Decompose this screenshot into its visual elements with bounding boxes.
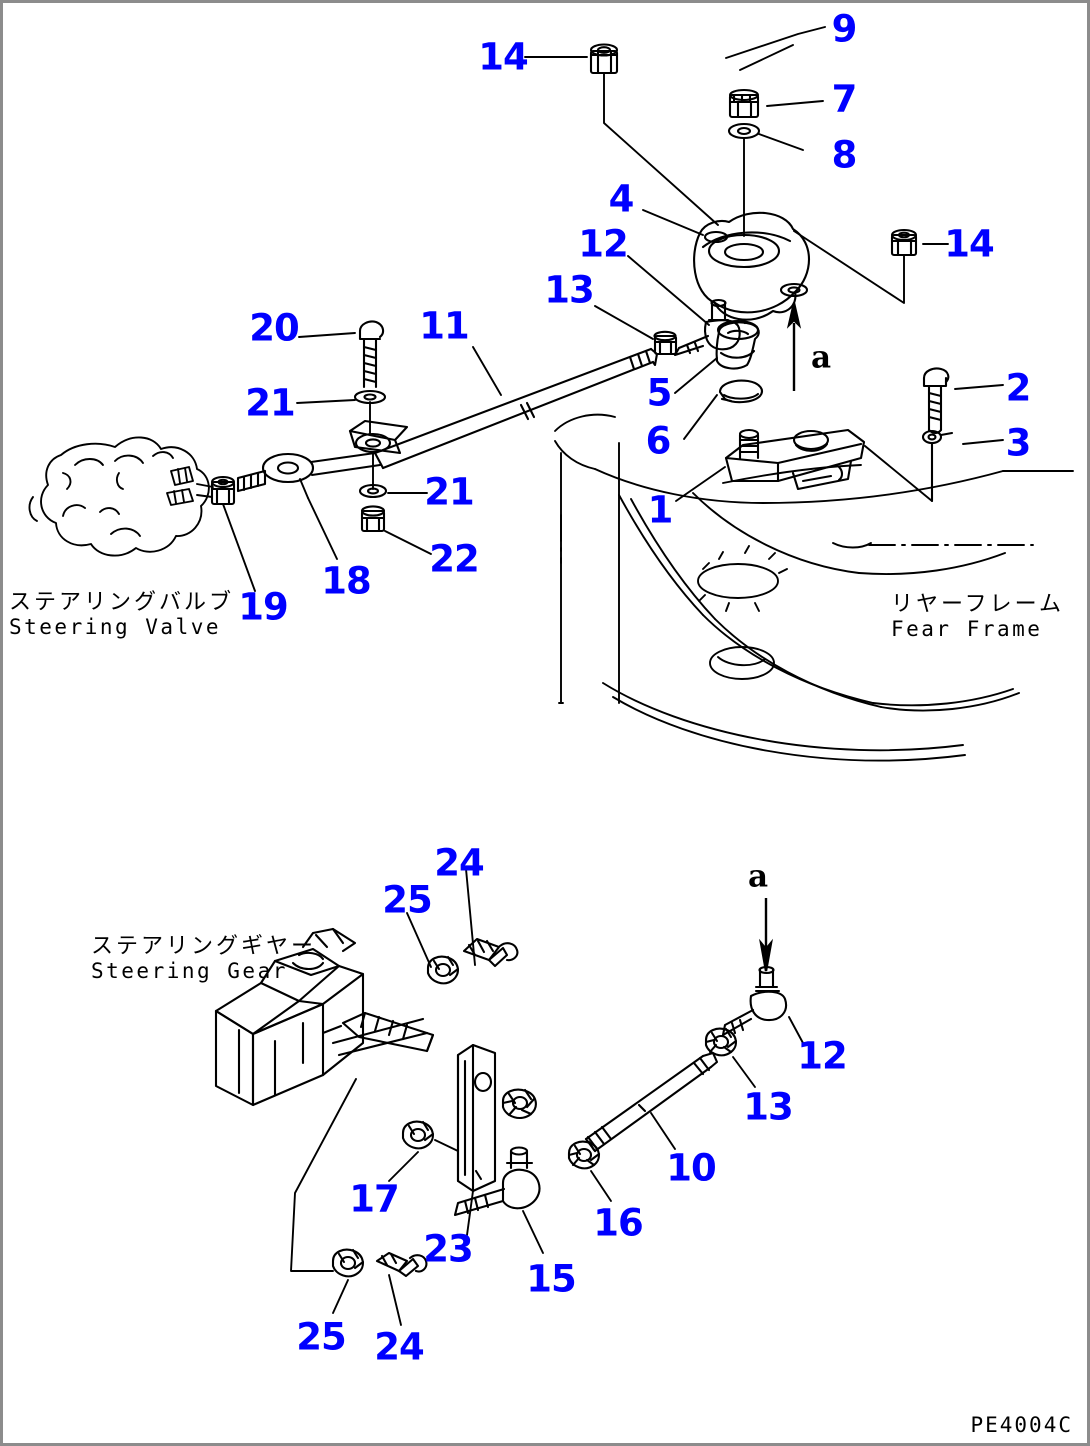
callout-number-5: 5: [646, 371, 673, 415]
part-21-washer-lower: [358, 483, 428, 499]
callout-number-4: 4: [608, 177, 635, 221]
callout-number-18: 18: [321, 559, 371, 603]
callout-number-24: 24: [374, 1325, 424, 1369]
callout-number-2: 2: [1005, 366, 1032, 410]
part-21-washer-upper: [296, 389, 387, 436]
part-19-nut: [210, 475, 256, 592]
steering-valve-body: [28, 436, 214, 557]
steering-gear-housing: [214, 927, 435, 1272]
part-14-nut-right: [793, 228, 949, 304]
part-3-cotter-pin: [864, 429, 1004, 503]
part-14-nut-top: [524, 43, 719, 226]
part-15-ball-joint-lower: [453, 1146, 544, 1254]
callout-number-15: 15: [526, 1257, 576, 1301]
callout-number-3: 3: [1005, 421, 1032, 465]
callout-number-22: 22: [429, 537, 479, 581]
part-13-jam-nut-lower: [704, 1027, 756, 1088]
drawing-number: PE4004C: [970, 1413, 1073, 1437]
callout-number-6: 6: [645, 419, 672, 463]
caption-rear-frame-en: Fear Frame: [891, 616, 1043, 641]
part-11-drag-link: [373, 346, 659, 470]
rear-frame-outline: [554, 413, 1074, 762]
callout-number-14: 14: [944, 222, 994, 266]
part-17-lock-washer: [388, 1120, 459, 1182]
callout-number-24: 24: [434, 841, 484, 885]
callout-number-13: 13: [743, 1085, 793, 1129]
caption-steering-valve-jp: ステアリングバルブ: [9, 590, 235, 615]
drag-link-clamp: [348, 419, 409, 490]
part-10-tie-rod: [584, 1051, 719, 1153]
callout-number-8: 8: [831, 133, 858, 177]
bracket-plate-nut: [501, 1088, 537, 1119]
part-12-ball-joint-upper: [627, 255, 741, 357]
callout-number-17: 17: [349, 1177, 399, 1221]
part-22-nut: [360, 505, 432, 555]
part-16-jam-nut: [567, 1140, 612, 1202]
part-5-socket: [674, 319, 760, 394]
callout-number-19: 19: [238, 585, 288, 629]
part-25-lock-washer-bottom: [331, 1248, 365, 1314]
callout-number-10: 10: [666, 1146, 716, 1190]
callout-number-12: 12: [578, 222, 628, 266]
section-mark-a-down: a: [747, 858, 769, 895]
part-18-rod-end: [261, 451, 382, 560]
part-23-bracket-plate: [456, 1043, 497, 1236]
callout-number-23: 23: [423, 1227, 473, 1271]
callout-number-25: 25: [296, 1315, 346, 1359]
callout-number-9: 9: [831, 7, 858, 51]
part-8-washer: [727, 122, 804, 237]
callout-number-21: 21: [245, 381, 295, 425]
callout-number-7: 7: [831, 77, 858, 121]
caption-steering-gear-en: Steering Gear: [91, 958, 288, 983]
callout-number-1: 1: [647, 488, 674, 532]
caption-steering-valve-en: Steering Valve: [9, 614, 222, 639]
part-7-castle-nut: [728, 88, 824, 119]
callout-number-16: 16: [593, 1201, 643, 1245]
callout-number-20: 20: [249, 306, 299, 350]
callout-number-12: 12: [797, 1034, 847, 1078]
section-mark-a-up: a: [810, 339, 832, 376]
callout-number-21: 21: [424, 470, 474, 514]
callout-number-14: 14: [478, 35, 528, 79]
callout-number-25: 25: [382, 878, 432, 922]
part-25-lock-washer-upper: [406, 912, 460, 985]
part-6-snap-ring: [683, 379, 763, 440]
part-4-pitman-arm: [642, 209, 811, 321]
part-12-ball-joint-lower: [721, 965, 804, 1044]
caption-rear-frame-jp: リヤーフレーム: [891, 592, 1065, 617]
part-24-bolt-upper: [462, 868, 519, 968]
diagram-artwork: [28, 26, 1074, 1326]
part-2-bolt: [922, 367, 1004, 435]
callout-number-11: 11: [419, 304, 469, 348]
caption-steering-gear-jp: ステアリングギヤー: [91, 934, 317, 959]
part-9-leader: [725, 26, 826, 71]
part-20-bolt: [298, 320, 385, 389]
part-1-bracket: [675, 428, 866, 502]
part-24-bolt-bottom: [375, 1251, 428, 1326]
callout-number-13: 13: [544, 268, 594, 312]
drag-link-adjuster: [236, 469, 267, 493]
part-13-jam-nut-upper: [594, 305, 678, 356]
